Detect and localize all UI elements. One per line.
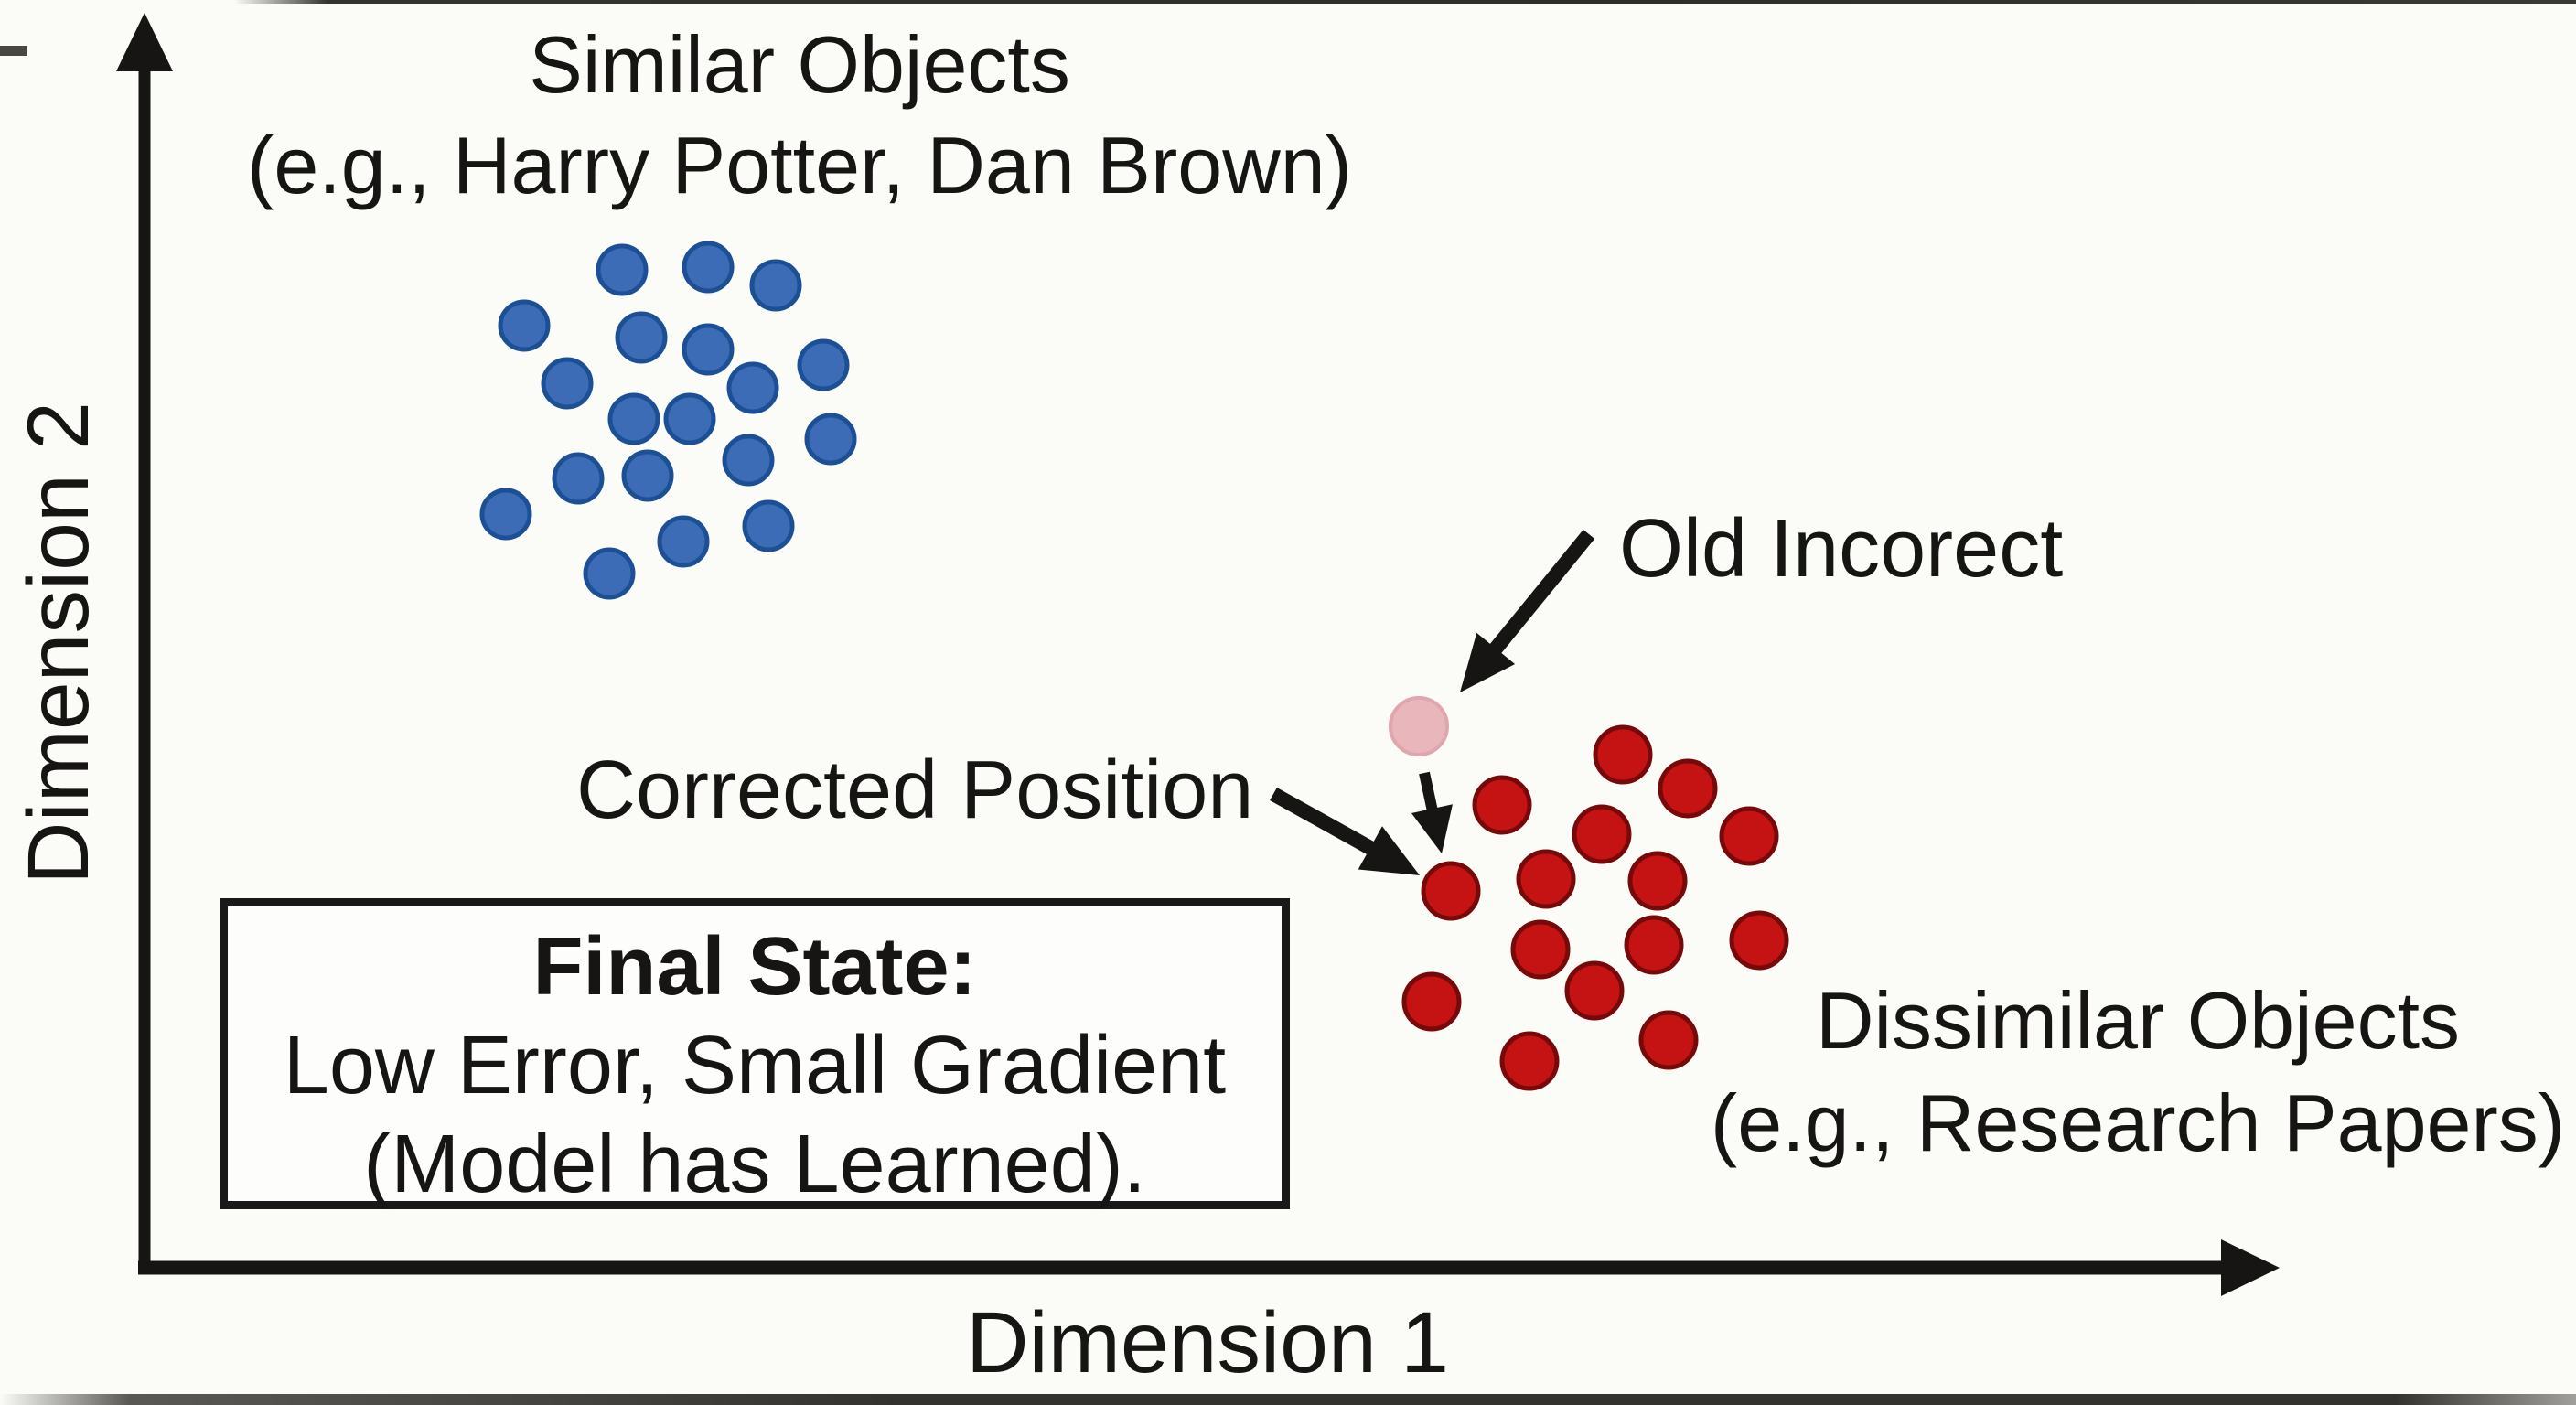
dissimilar-cluster-label-line1: Dissimilar Objects (1815, 975, 2461, 1066)
similar-cluster-dot (663, 392, 716, 445)
dissimilar-cluster-dot (1516, 849, 1576, 909)
old-incorrect-label: Old Incorect (1619, 503, 2064, 595)
similar-cluster-dot (596, 243, 649, 296)
final-state-line2: Low Error, Small Gradient (283, 1020, 1227, 1111)
similar-cluster-dot (607, 392, 660, 445)
similar-cluster-dot (615, 311, 668, 364)
dissimilar-cluster-dot (1624, 915, 1684, 975)
similar-cluster-dot (541, 357, 594, 410)
dissimilar-cluster-dot (1638, 1010, 1699, 1070)
x-axis-label: Dimension 1 (965, 1294, 1450, 1391)
similar-cluster-dot (726, 361, 779, 414)
x-axis-arrow-head (2221, 1239, 2280, 1296)
similar-cluster-dot (797, 338, 850, 391)
similar-cluster-dot (621, 449, 674, 502)
dissimilar-cluster-dot (1401, 971, 1462, 1032)
similar-cluster-dot (583, 547, 636, 600)
similar-cluster-label-line1: Similar Objects (529, 19, 1070, 110)
similar-cluster-label-line2: (e.g., Harry Potter, Dan Brown) (247, 120, 1352, 210)
dissimilar-cluster-dot (1564, 960, 1625, 1021)
final-state-line3: (Model has Learned). (363, 1119, 1146, 1210)
dissimilar-cluster-label: Dissimilar Objects (e.g., Research Paper… (1711, 970, 2565, 1174)
similar-cluster-dot (682, 241, 735, 294)
old-incorrect-arrow-shaft (1488, 529, 1595, 655)
scan-edge-left-mark (0, 46, 27, 56)
corrected-position-label: Corrected Position (576, 745, 1254, 836)
similar-cluster-dot (479, 488, 532, 541)
y-axis-arrow-head (116, 13, 173, 71)
final-state-title: Final State: (532, 921, 977, 1013)
dissimilar-cluster-dot (1572, 804, 1632, 864)
dissimilar-cluster-dot (1421, 861, 1481, 921)
dissimilar-cluster-dot (1627, 851, 1688, 911)
dissimilar-cluster-dot (1729, 910, 1789, 971)
final-state-box: Final State: Low Error, Small Gradient (… (220, 898, 1290, 1210)
dissimilar-cluster-dot (1719, 806, 1779, 866)
old-incorrect-dot (1389, 696, 1449, 756)
dissimilar-cluster-dot (1499, 1031, 1560, 1091)
dissimilar-cluster-dot (1658, 758, 1718, 819)
update-step-arrow-shaft (1419, 771, 1438, 812)
similar-cluster-dot (682, 323, 735, 376)
corrected-position-arrow-shaft (1270, 788, 1376, 855)
scan-edge-bottom (0, 1394, 2576, 1405)
similar-cluster-dot (749, 259, 802, 312)
similar-cluster-dot (657, 515, 710, 568)
similar-cluster-dot (804, 413, 857, 466)
dissimilar-cluster-dot (1472, 775, 1532, 835)
similar-cluster-dot (498, 299, 551, 352)
similar-cluster-dot (722, 434, 775, 487)
dissimilar-cluster-dot (1593, 724, 1653, 785)
corrected-position-arrow-head (1358, 826, 1420, 875)
update-step-arrow-head (1411, 804, 1453, 853)
dissimilar-cluster-dot (1510, 919, 1571, 980)
y-axis-label: Dimension 2 (10, 401, 107, 885)
scan-edge-top (234, 0, 2576, 4)
similar-cluster-dot (742, 499, 795, 552)
similar-cluster-dot (552, 452, 605, 505)
similar-cluster-label: Similar Objects (e.g., Harry Potter, Dan… (247, 15, 1352, 216)
dissimilar-cluster-label-line2: (e.g., Research Papers) (1710, 1078, 2566, 1168)
old-incorrect-arrow-head (1460, 632, 1516, 692)
